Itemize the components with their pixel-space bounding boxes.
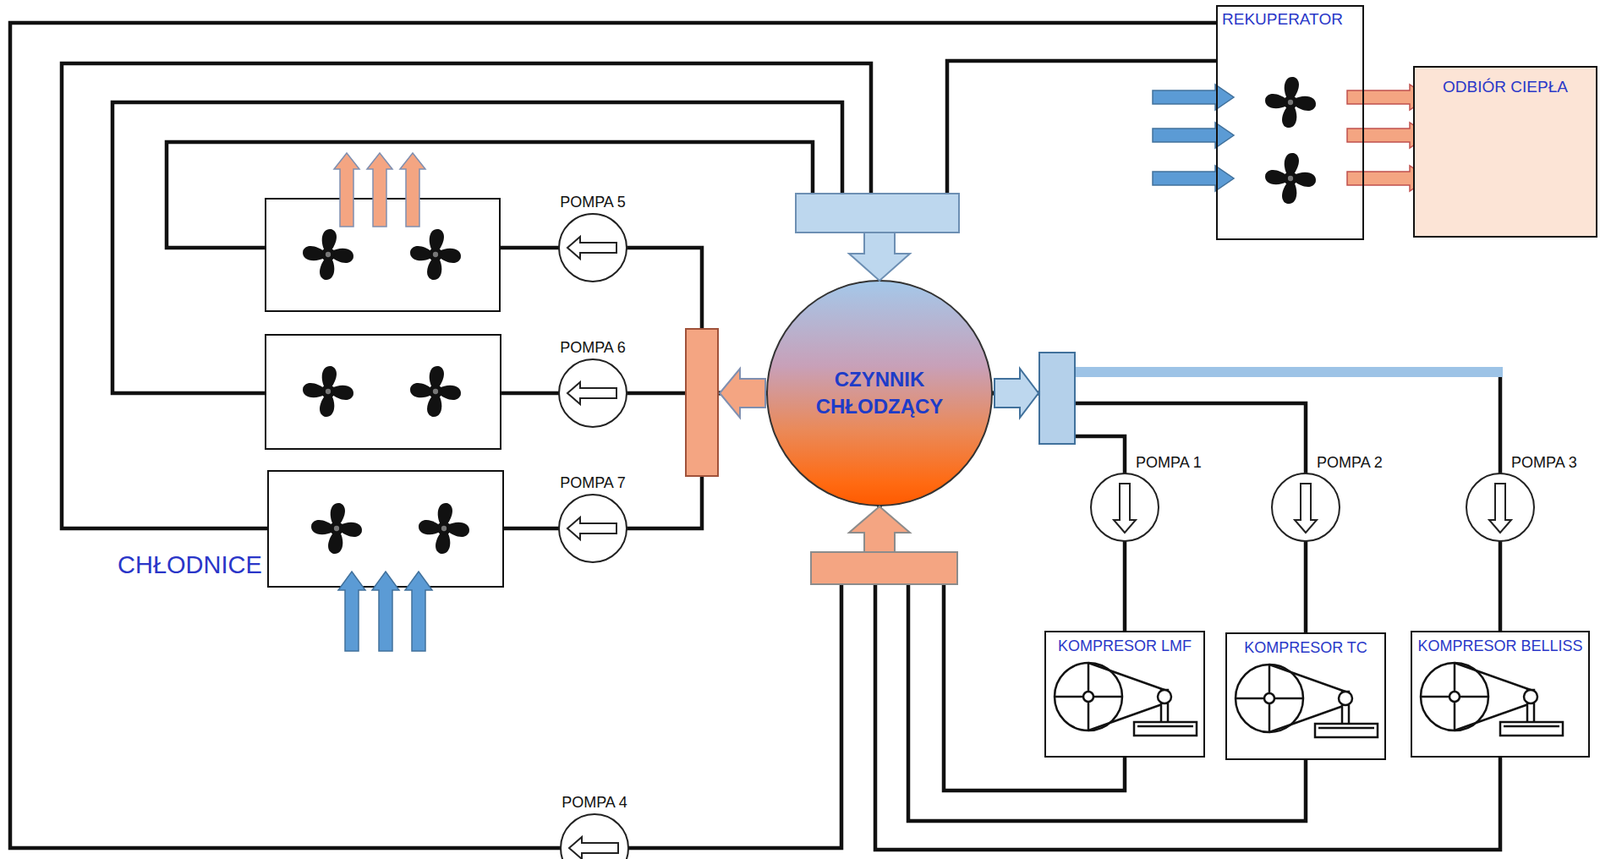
pipe: [503, 526, 559, 532]
pump: POMPA 1: [1090, 473, 1159, 542]
pump-label: POMPA 7: [559, 474, 626, 493]
manifold: [810, 552, 958, 585]
box-label: KOMPRESOR TC: [1232, 639, 1380, 658]
pumps: [558, 213, 1535, 859]
pump: POMPA 7: [558, 494, 627, 563]
pipe-connector: [1498, 541, 1503, 631]
pipe-connector: [1304, 541, 1309, 633]
heat-sink-box: ODBIÓR CIEPŁA: [1413, 65, 1598, 238]
pump: POMPA 4: [560, 814, 629, 859]
pipe-lines: [61, 63, 872, 529]
flow-arrow: [994, 368, 1039, 418]
flow-arrow: [849, 232, 910, 281]
box-label: CZYNNIK CHŁODZĄCY: [799, 366, 960, 422]
pump-label: POMPA 6: [559, 339, 626, 357]
pump-label: POMPA 4: [561, 794, 628, 812]
group-label: CHŁODNICE: [117, 551, 263, 580]
flow-arrow: [719, 368, 766, 418]
pipe: [61, 63, 872, 529]
hot-air-arrows: [334, 153, 426, 227]
pump-label: POMPA 1: [1135, 454, 1202, 472]
pipe-connector: [1123, 541, 1128, 631]
manifolds: [685, 193, 1503, 585]
pump: POMPA 3: [1466, 473, 1535, 542]
manifold: [1039, 352, 1075, 444]
pipe-connector: [10, 22, 1217, 849]
manifold: [795, 193, 959, 233]
box-label: REKUPERATOR: [1221, 10, 1359, 29]
pump-label: POMPA 2: [1316, 454, 1383, 472]
compressor-drawings: [1054, 663, 1563, 738]
box-label: KOMPRESOR LMF: [1051, 637, 1199, 656]
cooler-box: [268, 471, 504, 587]
box-label: KOMPRESOR BELLISS: [1417, 637, 1584, 656]
compressor-box: KOMPRESOR LMF: [1044, 630, 1206, 758]
pump-label: POMPA 3: [1511, 454, 1578, 472]
pump-label: POMPA 5: [559, 193, 626, 212]
compressor-box: KOMPRESOR BELLISS: [1410, 630, 1590, 758]
pump: POMPA 5: [558, 213, 627, 282]
manifold: [685, 328, 718, 477]
pump: POMPA 2: [1271, 473, 1340, 542]
cooler-box: [265, 334, 501, 450]
compressor-box: KOMPRESOR TC: [1225, 632, 1387, 761]
coolant-tank: [767, 280, 992, 506]
supply-bar: [1074, 367, 1503, 378]
box-label: ODBIÓR CIEPŁA: [1419, 77, 1591, 97]
pump: POMPA 6: [558, 359, 627, 428]
coolant-tank: CZYNNIK CHŁODZĄCY: [767, 280, 992, 506]
pipe: [499, 246, 559, 251]
coolers: [265, 198, 504, 587]
flow-arrow: [849, 506, 910, 553]
fans: [302, 76, 1316, 554]
pipe: [500, 391, 559, 396]
heat-recovery-box: REKUPERATOR: [1216, 5, 1365, 241]
pipe-connector: [875, 505, 1501, 850]
